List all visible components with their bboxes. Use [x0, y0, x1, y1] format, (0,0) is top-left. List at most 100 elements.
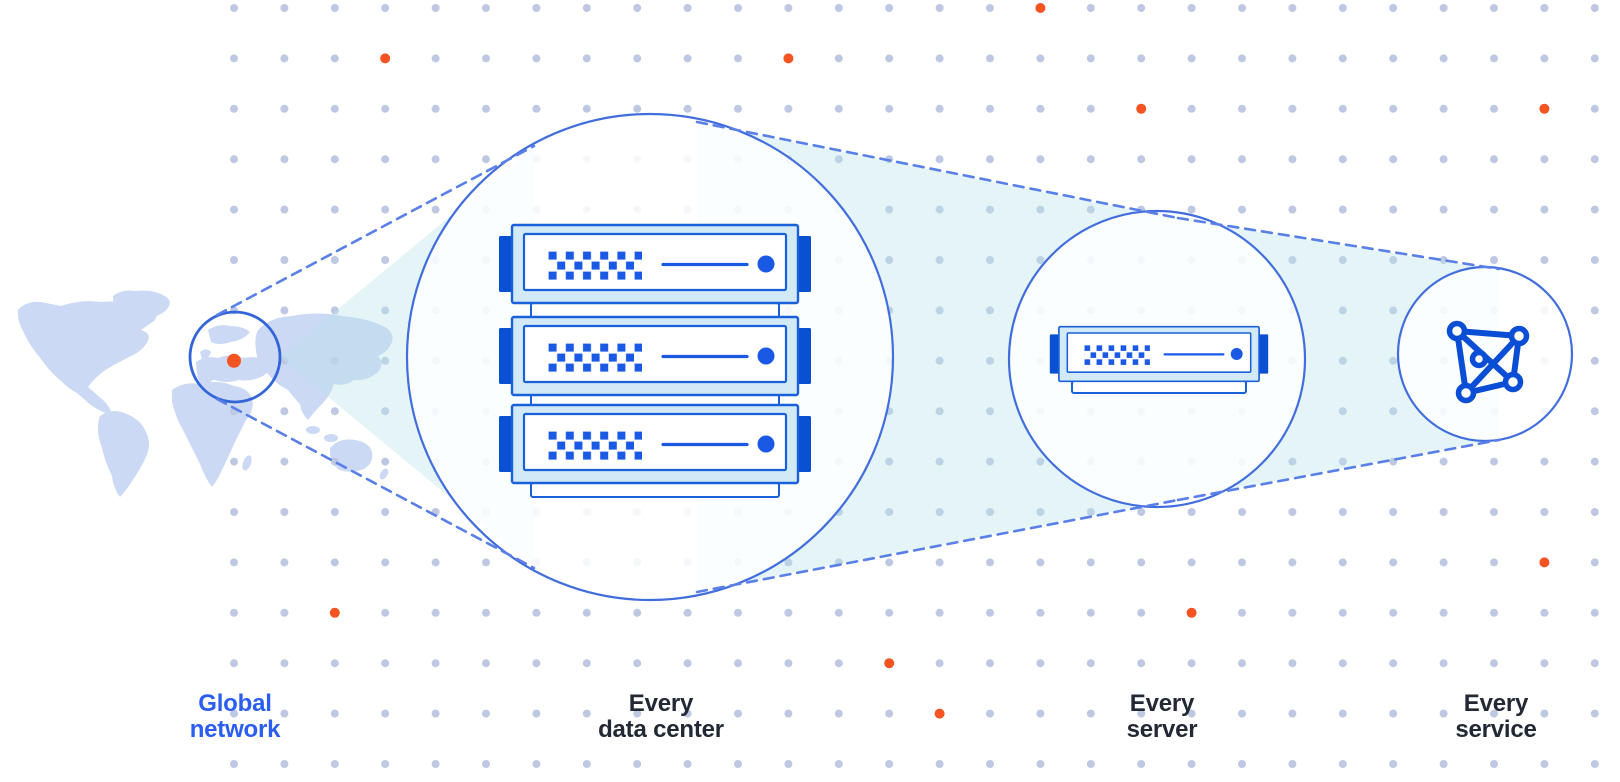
grid-dot: [1389, 407, 1398, 416]
grid-dot: [280, 659, 289, 668]
grid-dot: [1187, 54, 1196, 63]
grid-dot: [1137, 608, 1146, 617]
grid-dot: [1590, 760, 1599, 768]
grid-dot: [1086, 155, 1095, 164]
grid-dot: [986, 760, 994, 768]
grid-dot: [935, 760, 944, 768]
server-unit-2: [497, 315, 813, 397]
grid-dot: [1036, 709, 1045, 718]
grid-dot: [1590, 608, 1599, 617]
map-asia: [255, 313, 393, 420]
grid-dot: [1490, 155, 1498, 164]
grid-dot: [582, 4, 591, 12]
grid-dot: [1540, 508, 1549, 516]
grid-dot: [834, 709, 843, 718]
grid-dot: [532, 54, 541, 63]
grid-dot: [1490, 709, 1498, 718]
grid-dot: [1137, 508, 1146, 516]
grid-dot: [1137, 155, 1146, 164]
grid-dot: [582, 659, 591, 668]
grid-dot: [280, 760, 289, 768]
grid-dot: [1590, 356, 1599, 365]
accent-dot: [1035, 3, 1046, 13]
map-madagascar: [242, 455, 252, 471]
grid-dot: [1288, 457, 1297, 466]
grid-dot: [986, 4, 994, 12]
label-global-network-line2: network: [190, 716, 281, 743]
grid-dot: [935, 558, 944, 567]
grid-dot: [834, 155, 843, 164]
grid-dot: [1389, 4, 1398, 12]
grid-dot: [1187, 205, 1196, 214]
grid-dot: [1439, 558, 1448, 567]
grid-dot: [1137, 659, 1146, 668]
grid-dot: [1086, 659, 1095, 668]
grid-dot: [1590, 4, 1599, 12]
grid-dot: [1288, 256, 1297, 264]
accent-dot: [1539, 103, 1550, 114]
grid-dot: [1187, 4, 1196, 12]
grid-dot: [1238, 508, 1246, 516]
grid-dot: [431, 659, 440, 668]
grid-dot: [1036, 256, 1045, 264]
grid-dot: [1036, 155, 1045, 164]
grid-dot: [1036, 608, 1045, 617]
grid-dot: [1338, 155, 1347, 164]
grid-dot: [482, 760, 490, 768]
grid-dot: [1187, 508, 1196, 516]
grid-dot: [1490, 659, 1498, 668]
map-region-circle: [188, 310, 282, 404]
accent-dot: [329, 607, 340, 618]
label-every-service-line2: service: [1455, 716, 1536, 743]
grid-dot: [633, 4, 642, 12]
grid-dot: [1490, 457, 1498, 466]
grid-dot: [935, 608, 944, 617]
grid-dot: [1238, 4, 1246, 12]
grid-dot: [834, 104, 843, 113]
grid-dot: [734, 709, 742, 718]
grid-dot: [1086, 54, 1095, 63]
grid-dot: [1490, 608, 1498, 617]
grid-dot: [1338, 205, 1347, 214]
grid-dot: [1036, 205, 1045, 214]
grid-dot: [935, 659, 944, 668]
grid-dot: [1238, 558, 1246, 567]
grid-dot: [1036, 760, 1045, 768]
grid-dot: [1439, 256, 1448, 264]
grid-dot: [1540, 760, 1549, 768]
grid-dot: [1238, 104, 1246, 113]
grid-dot: [935, 4, 944, 12]
grid-dot: [1389, 54, 1398, 63]
grid-dot: [1540, 256, 1549, 264]
grid-dot: [330, 104, 339, 113]
grid-dot: [582, 760, 591, 768]
grid-dot: [734, 54, 742, 63]
grid-dot: [1036, 659, 1045, 668]
grid-dot: [1540, 608, 1549, 617]
grid-dot: [885, 558, 894, 567]
grid-dot: [834, 4, 843, 12]
grid-dot: [1590, 306, 1599, 315]
grid-dot: [734, 659, 742, 668]
grid-dot: [582, 709, 591, 718]
grid-dot: [431, 155, 440, 164]
grid-dot: [1490, 4, 1498, 12]
grid-dot: [1590, 659, 1599, 668]
grid-dot: [885, 104, 894, 113]
grid-dot: [381, 457, 390, 466]
grid-dot: [1288, 558, 1297, 567]
grid-dot: [1338, 4, 1347, 12]
grid-dot: [1338, 104, 1347, 113]
grid-dot: [1590, 54, 1599, 63]
grid-dot: [1540, 205, 1549, 214]
label-every-data-center-line2: data center: [598, 716, 724, 743]
grid-dot: [986, 155, 994, 164]
grid-dot: [230, 205, 238, 214]
grid-dot: [1389, 256, 1398, 264]
grid-dot: [1490, 205, 1498, 214]
grid-dot: [1490, 558, 1498, 567]
grid-dot: [633, 104, 642, 113]
grid-dot: [532, 4, 541, 12]
grid-dot: [633, 608, 642, 617]
